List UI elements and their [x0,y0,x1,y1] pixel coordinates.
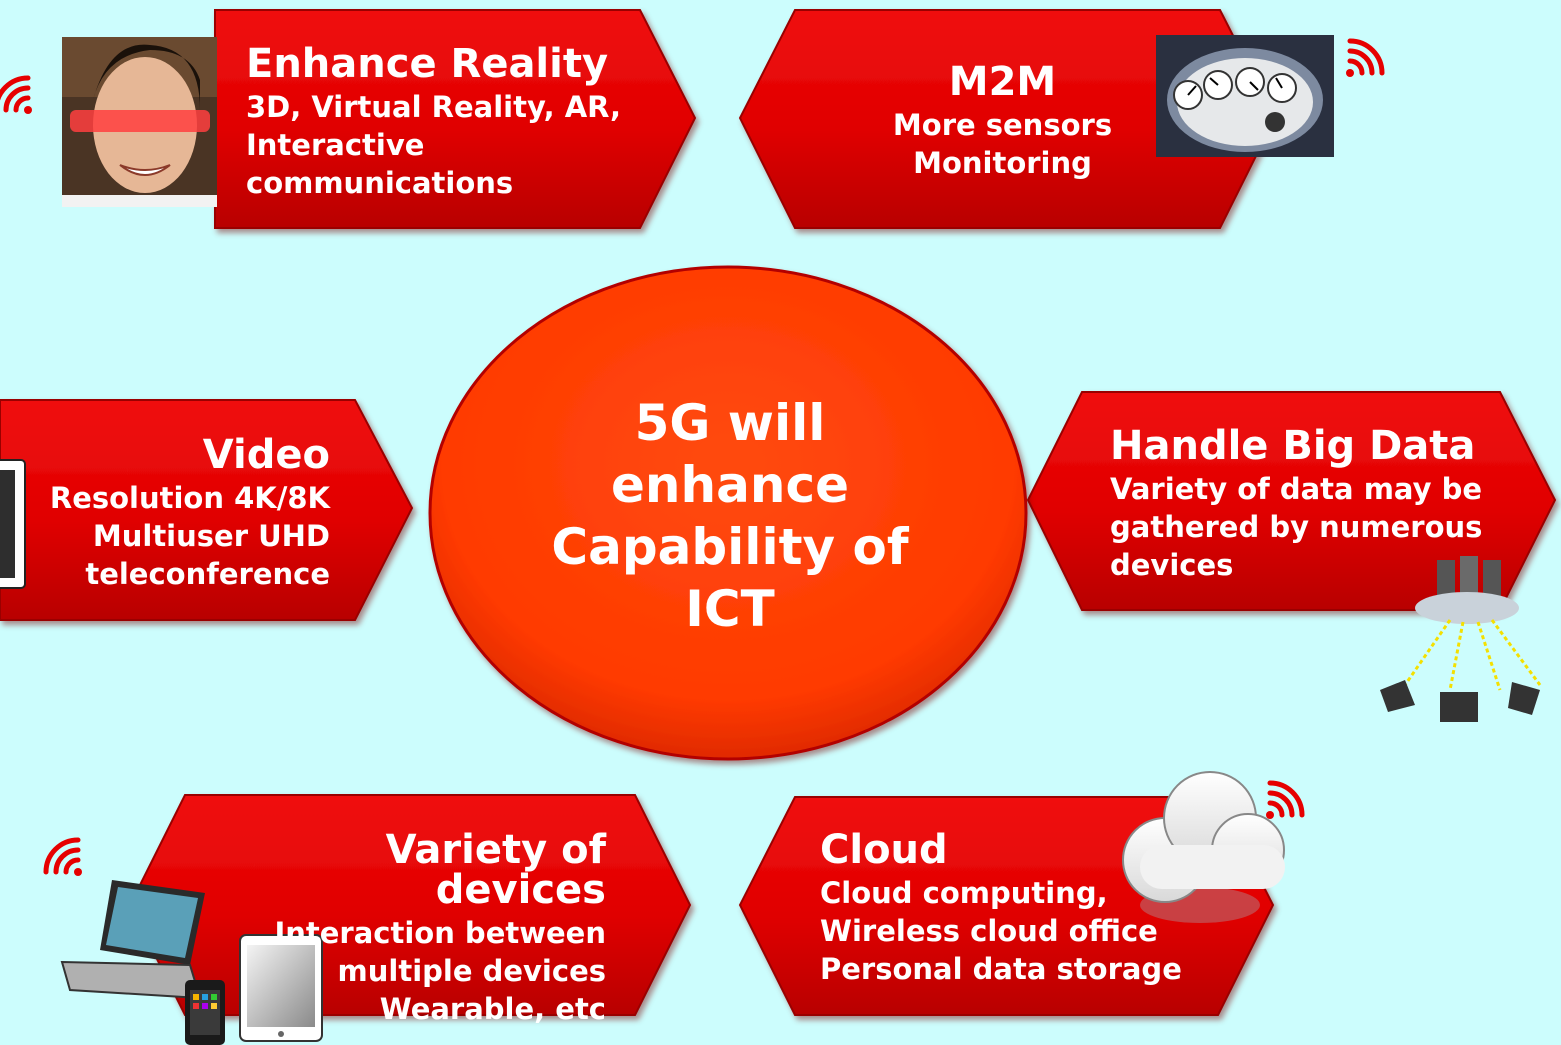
box-title: Enhance Reality [246,41,609,87]
box-line: Wireless cloud office [820,914,1158,948]
box-line: Interactive [246,128,425,162]
cloud-icon [1122,771,1285,923]
center-line: ICT [685,580,775,638]
box-line: communications [246,166,514,200]
wifi-signal-icon [1266,780,1305,819]
box-line: Monitoring [913,146,1092,180]
box-title: Video [202,432,330,478]
cloud-text: Cloud Cloud computing, Wireless cloud of… [820,830,1182,988]
m2m-text: M2M More sensors Monitoring [860,62,1145,182]
box-title: Variety of devices [385,827,606,913]
video-text: Video Resolution 4K/8K Multiuser UHD tel… [30,435,330,593]
box-line: Multiuser UHD [92,519,330,553]
box-title: M2M [948,59,1057,105]
box-line: Variety of data may be [1110,472,1483,506]
wifi-signal-icon [0,75,32,114]
wifi-signal-icon [1346,38,1385,77]
box-line: teleconference [85,557,330,591]
box-line: Interaction between [274,916,606,950]
enhance-reality-text: Enhance Reality 3D, Virtual Reality, AR,… [246,44,621,202]
box-line: 3D, Virtual Reality, AR, [246,90,622,124]
center-line: 5G will [634,394,826,452]
box-line: Personal data storage [820,952,1182,986]
box-line: Cloud computing, [820,876,1108,910]
laptop-icon [60,880,205,1000]
electric-meter-photo [1156,35,1334,157]
box-title: Cloud [820,827,948,873]
box-line: multiple devices [337,954,606,988]
center-line: enhance [611,456,849,514]
big-data-text: Handle Big Data Variety of data may be g… [1110,426,1482,584]
center-label: 5G will enhance Capability of ICT [520,392,940,640]
wifi-signal-icon [43,837,82,876]
ar-glasses-photo [62,37,217,207]
m2m-box [738,9,1277,229]
box-line: Resolution 4K/8K [49,481,330,515]
box-line: Wearable, etc [379,992,606,1026]
center-oval [428,265,1028,761]
monitor-icon [0,459,26,589]
video-box [0,399,414,621]
box-line: gathered by numerous [1110,510,1483,544]
devices-text: Variety of devices Interaction between m… [210,830,606,1028]
tablet-icon [239,934,323,1042]
box-line: More sensors [892,108,1113,142]
smartphone-icon [185,980,225,1045]
box-line: devices [1110,548,1234,582]
server-cloud-network-icon [1380,556,1542,722]
box-title: Handle Big Data [1110,423,1476,469]
center-line: Capability of [551,518,909,576]
